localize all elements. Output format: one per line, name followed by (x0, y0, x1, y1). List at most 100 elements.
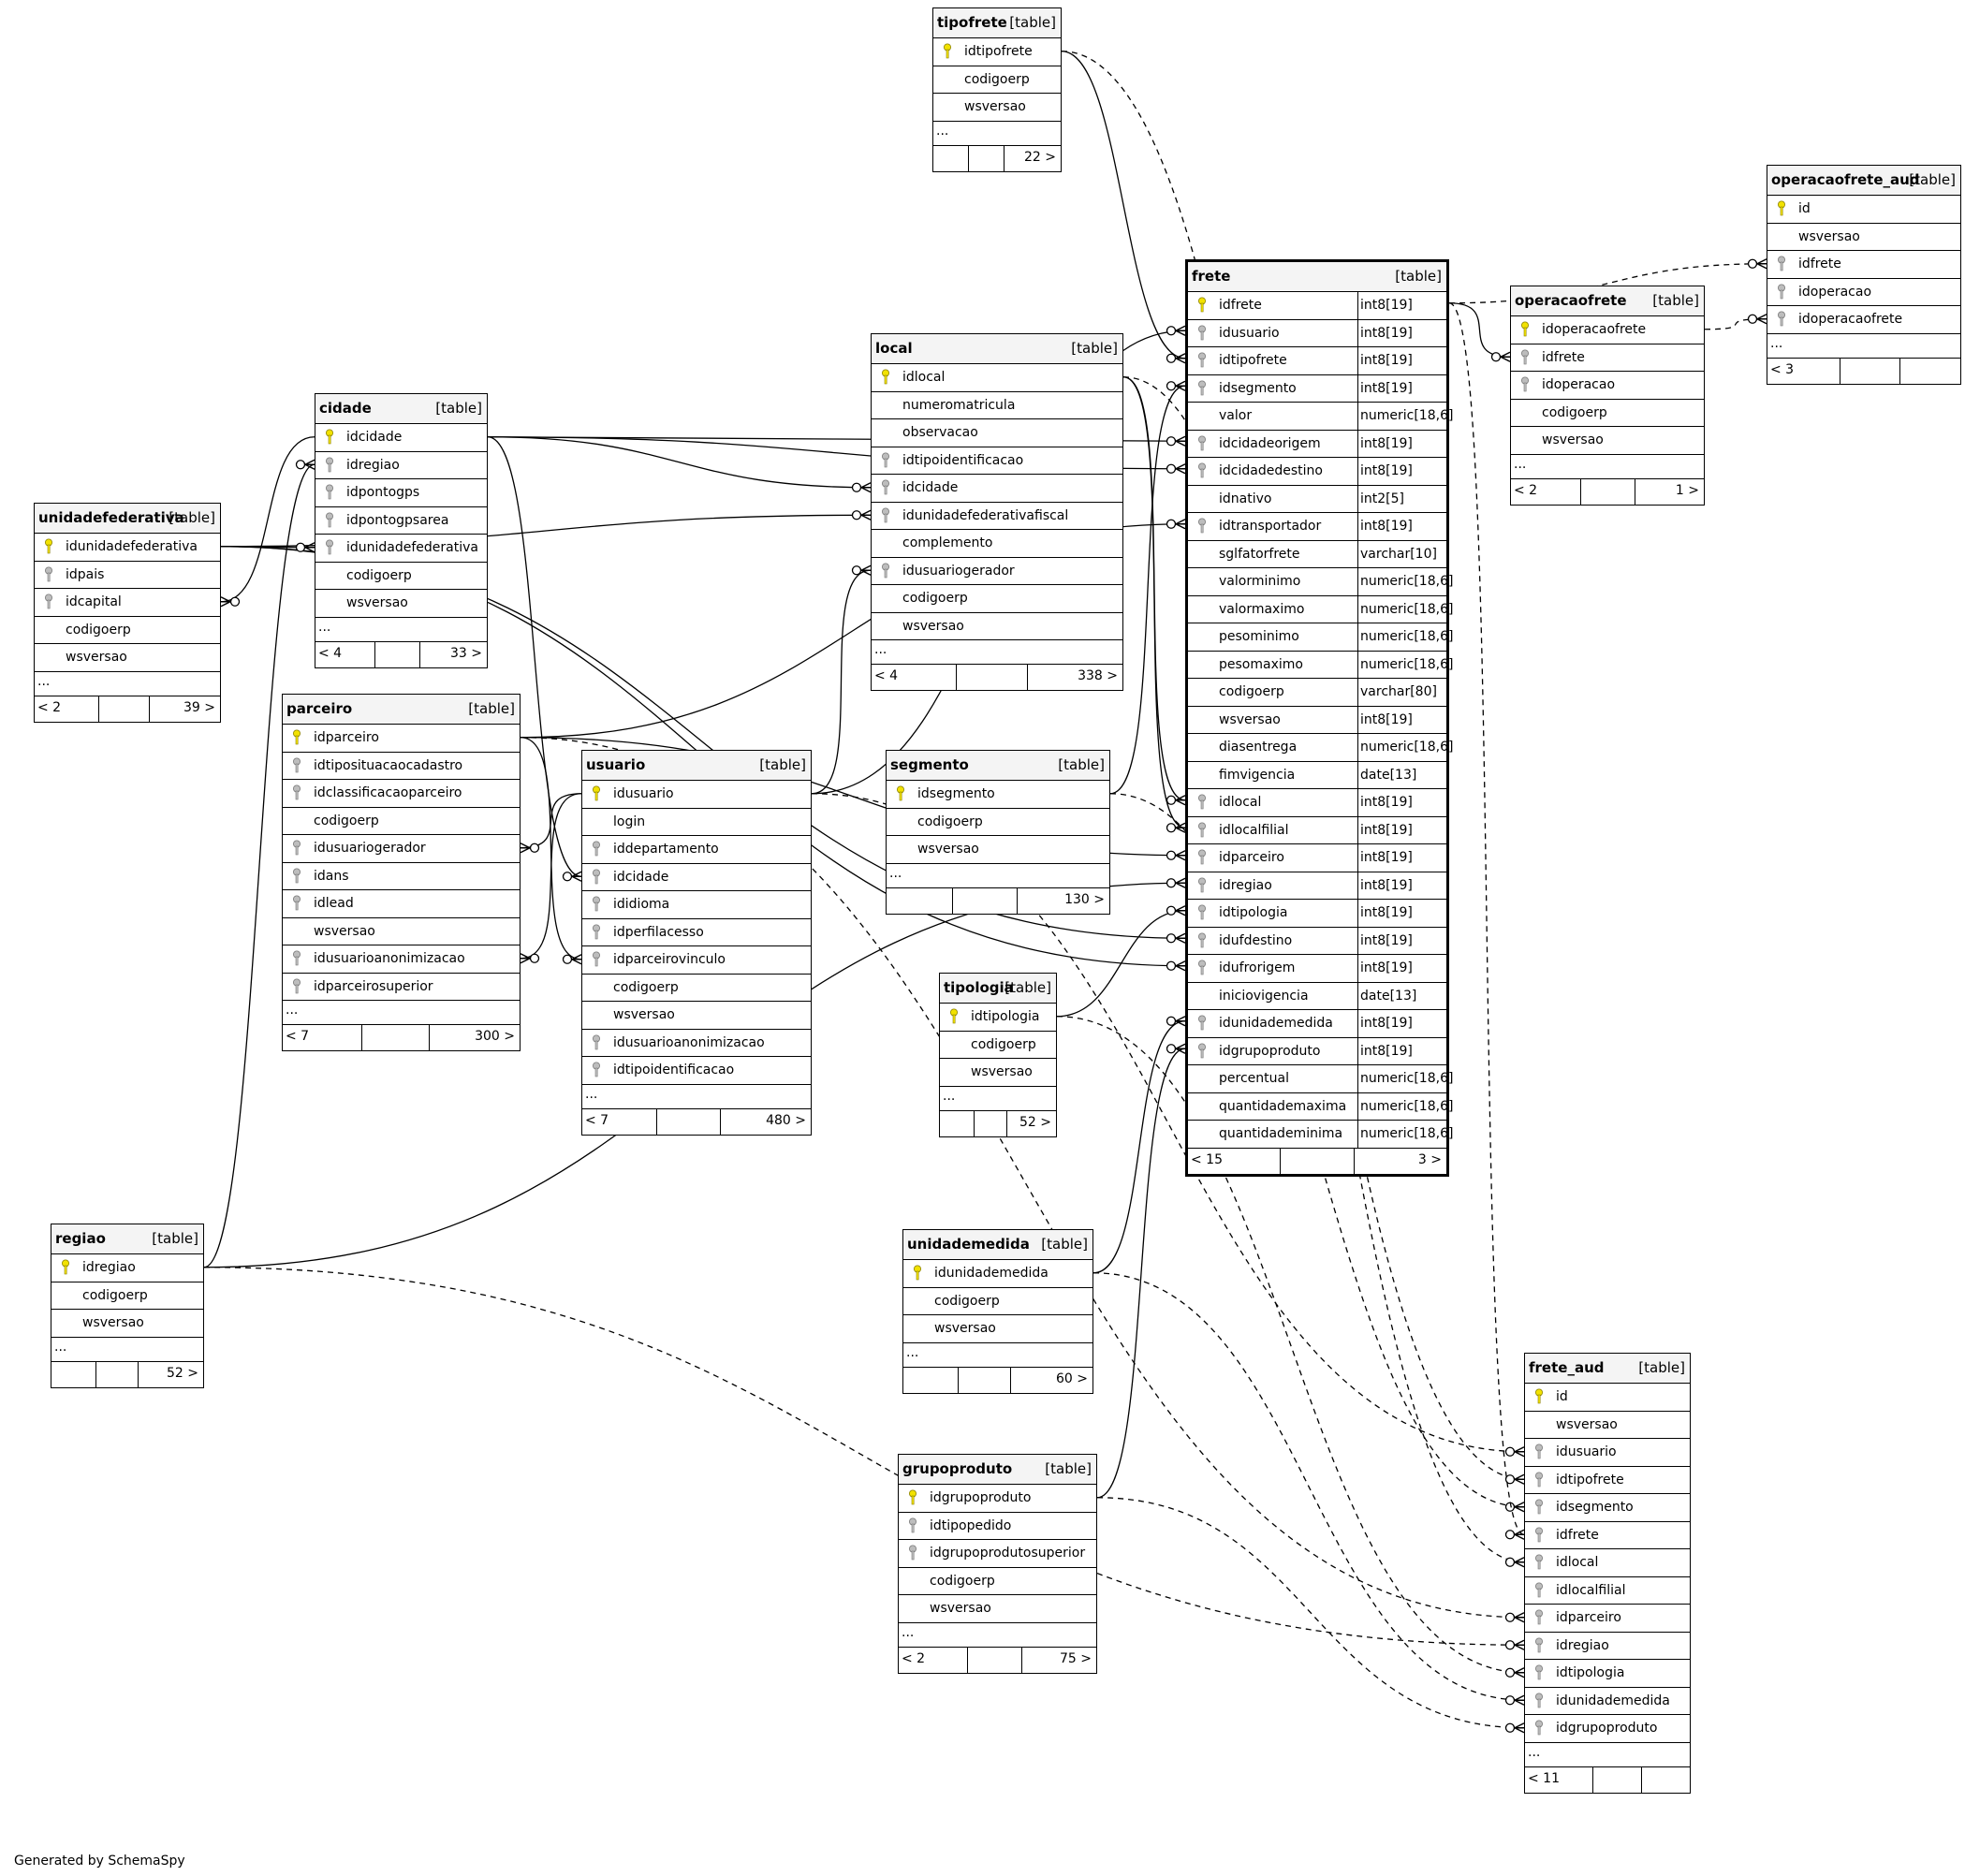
column-row: complemento (872, 530, 1122, 558)
crows-foot-marker (860, 509, 872, 520)
column-row: idgrupoproduto (1525, 1715, 1690, 1743)
column-type: int8[19] (1360, 325, 1413, 341)
crows-foot-marker (1175, 353, 1186, 364)
foreign-key-icon (293, 757, 301, 772)
column-row: codigoerp (933, 66, 1061, 94)
child-count[interactable]: 22 > (1024, 149, 1056, 165)
column-name: codigoerp (314, 813, 379, 828)
more-columns-row: ... (903, 1343, 1092, 1368)
optional-marker (1504, 1722, 1516, 1733)
crows-foot-marker (304, 542, 315, 553)
table-footer: < 7 480 > (582, 1108, 811, 1135)
column-row: login (582, 809, 811, 836)
parent-count[interactable]: < 15 (1191, 1151, 1223, 1167)
table-name: cidade (319, 400, 372, 417)
table-header: usuario[table] (582, 751, 811, 781)
column-name: idtipologia (1556, 1665, 1625, 1680)
parent-count[interactable]: < 2 (1514, 482, 1538, 498)
relationship-line (1122, 376, 1186, 828)
more-columns-indicator: ... (54, 1339, 67, 1355)
column-name: idperfilacesso (613, 924, 704, 940)
child-count[interactable]: 338 > (1078, 668, 1118, 683)
foreign-key-icon (1198, 1015, 1206, 1031)
optional-marker (851, 565, 862, 576)
column-name: idtipoidentificacao (902, 452, 1024, 468)
column-name: valor (1219, 408, 1253, 423)
primary-key-icon (897, 785, 904, 801)
crows-foot-marker (1175, 960, 1186, 972)
parent-count[interactable]: < 3 (1770, 361, 1795, 377)
footer-divider (1017, 887, 1018, 914)
child-count[interactable]: 39 > (183, 699, 215, 715)
column-divider (1357, 595, 1358, 623)
parent-count[interactable]: < 2 (902, 1650, 926, 1666)
parent-count[interactable]: < 4 (874, 668, 899, 683)
crows-foot-marker (1514, 1667, 1525, 1678)
more-columns-row: ... (887, 864, 1109, 888)
column-row: idoperacaofrete (1767, 306, 1960, 334)
column-row: observacao (872, 419, 1122, 447)
column-type: int8[19] (1360, 711, 1413, 727)
child-count[interactable]: 480 > (766, 1112, 806, 1128)
column-row: wsversao (315, 590, 487, 618)
parent-count[interactable]: < 4 (318, 645, 343, 661)
column-row: idcidade (315, 424, 487, 452)
column-row: idoperacaofrete (1511, 316, 1704, 344)
primary-key-icon (944, 43, 951, 59)
column-name: idans (314, 868, 349, 884)
column-name: idclassificacaoparceiro (314, 785, 462, 800)
foreign-key-icon (326, 539, 333, 555)
column-row: idparceirovinculo (582, 946, 811, 975)
parent-count[interactable]: < 7 (585, 1112, 609, 1128)
table-footer: 60 > (903, 1367, 1092, 1393)
child-count[interactable]: 52 > (167, 1365, 198, 1381)
optional-marker (529, 843, 540, 853)
child-count[interactable]: 60 > (1056, 1370, 1088, 1386)
column-type: int8[19] (1360, 519, 1413, 534)
table-tag: [table] (152, 1230, 198, 1247)
child-count[interactable]: 75 > (1060, 1650, 1092, 1666)
child-count[interactable]: 130 > (1064, 891, 1105, 907)
relationship-line (487, 436, 872, 489)
column-name: idusuarioanonimizacao (314, 951, 465, 966)
column-row: idunidadefederativa (315, 535, 487, 563)
column-type: numeric[18,6] (1360, 629, 1454, 644)
column-row: idlocalfilial (1525, 1577, 1690, 1605)
column-row: codigoerp (582, 975, 811, 1002)
child-count[interactable]: 52 > (1019, 1114, 1051, 1130)
column-row: idpontogps (315, 479, 487, 507)
child-count[interactable]: 1 > (1675, 482, 1699, 498)
relationship-line (220, 436, 315, 603)
column-row: idtipopedido (899, 1513, 1096, 1540)
column-divider (1357, 789, 1358, 816)
relationship-line (1109, 385, 1186, 795)
footer-divider (1021, 1647, 1022, 1673)
column-name: idgrupoproduto (1219, 1043, 1321, 1059)
column-row: idlocal (872, 364, 1122, 392)
table-tag: [table] (1041, 1236, 1088, 1253)
parent-count[interactable]: < 11 (1528, 1770, 1560, 1786)
column-name: codigoerp (613, 979, 679, 995)
parent-count[interactable]: < 7 (286, 1029, 310, 1044)
column-row: idperfilacesso (582, 919, 811, 946)
foreign-key-icon (1778, 256, 1785, 271)
child-count[interactable]: 300 > (475, 1029, 515, 1044)
column-name: ididioma (613, 897, 670, 912)
child-count[interactable]: 33 > (450, 645, 482, 661)
footer-divider (1027, 665, 1028, 690)
parent-count[interactable]: < 2 (37, 699, 62, 715)
column-divider (1357, 1037, 1358, 1064)
table-tag: [table] (435, 400, 482, 417)
child-count[interactable]: 3 > (1417, 1151, 1442, 1167)
column-name: login (613, 813, 646, 829)
column-row: wsversao (940, 1059, 1056, 1087)
more-columns-row: ... (1767, 334, 1960, 359)
column-name: idunidadefederativa (66, 539, 198, 554)
primary-key-icon (593, 785, 600, 801)
